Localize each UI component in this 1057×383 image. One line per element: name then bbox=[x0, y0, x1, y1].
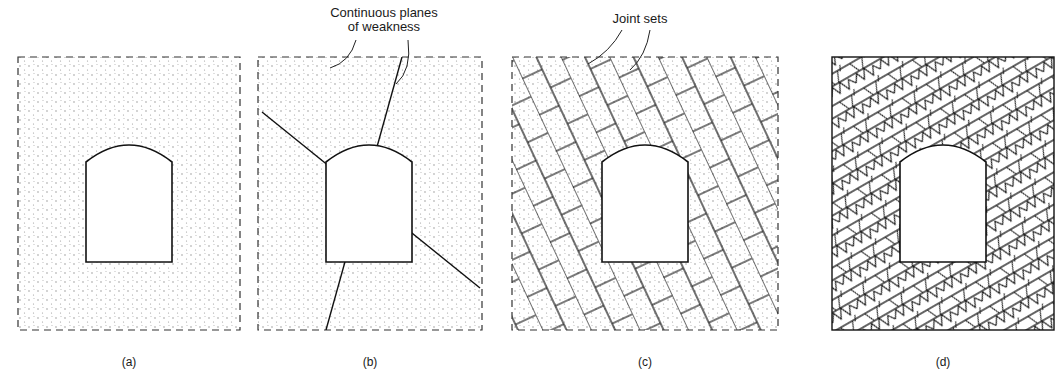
jointed-rock-panel bbox=[512, 57, 778, 330]
rock-panel-with-planes bbox=[258, 57, 482, 330]
panel-letter: (c) bbox=[636, 355, 654, 369]
intact-rock-panel bbox=[18, 57, 240, 330]
callout-label: Continuous planes of weakness bbox=[327, 6, 441, 34]
leader-lines bbox=[330, 30, 650, 84]
callout-label: Joint sets bbox=[611, 12, 670, 26]
tunnel-opening bbox=[86, 145, 172, 262]
panel-letter: (a) bbox=[120, 355, 139, 369]
panel-letter: (b) bbox=[361, 355, 380, 369]
tunnel-opening bbox=[900, 145, 986, 262]
jointed-rock-ground bbox=[512, 57, 778, 330]
tunnel-opening bbox=[326, 145, 412, 262]
weakness-planes bbox=[262, 57, 480, 330]
tunnel-opening bbox=[602, 145, 688, 262]
panel-letter: (d) bbox=[934, 355, 953, 369]
heavily-jointed-rock-panel bbox=[832, 57, 1054, 330]
